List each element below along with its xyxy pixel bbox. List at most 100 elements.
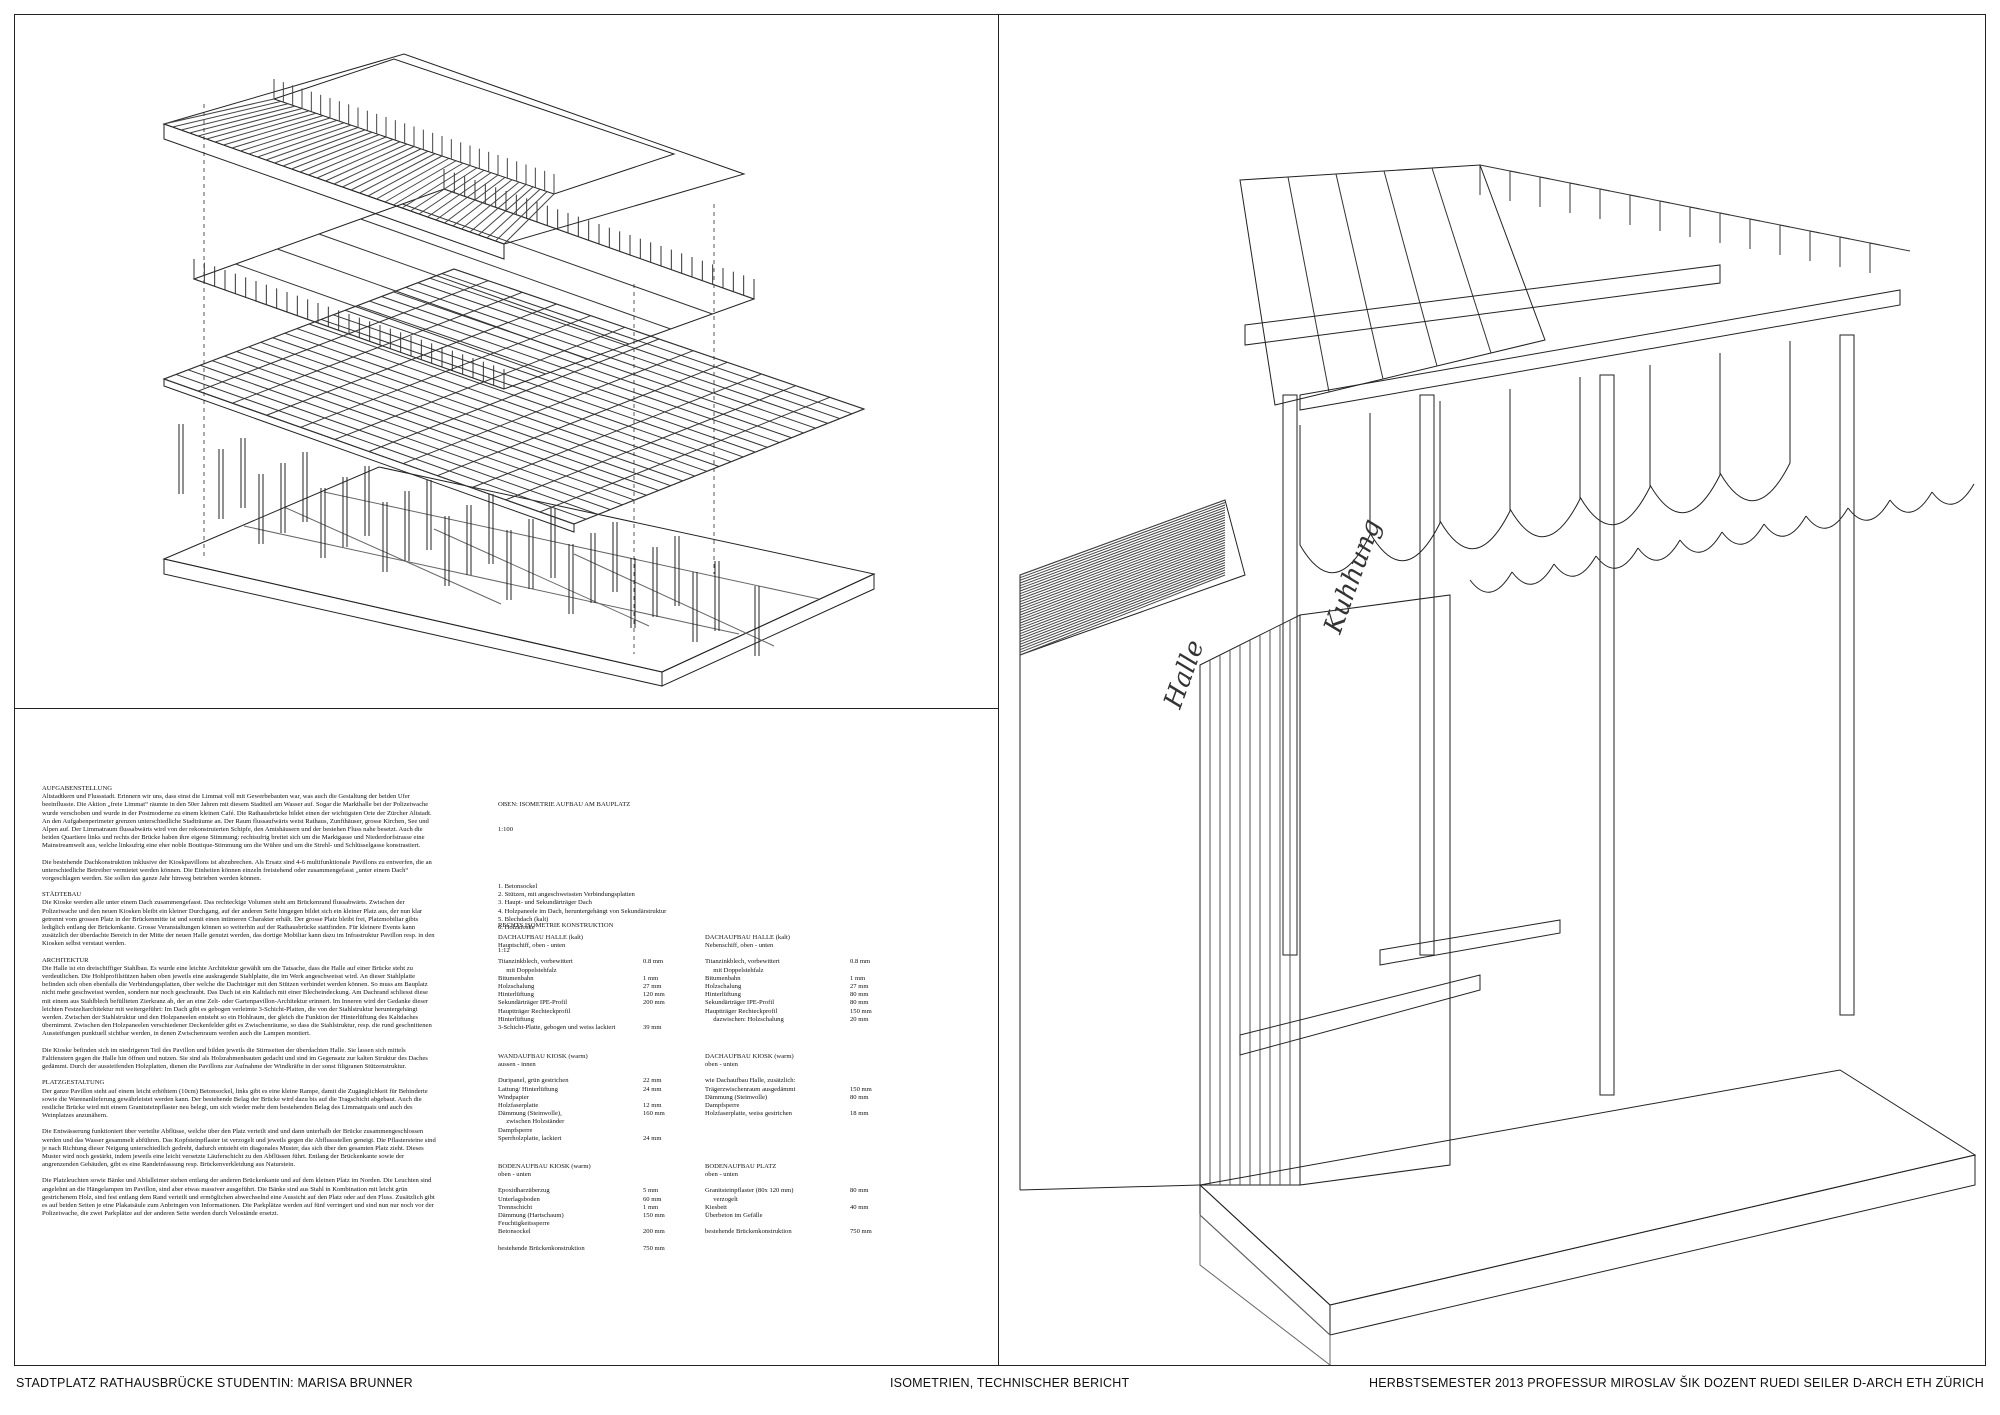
spec-thickness: 20 mm (850, 1015, 869, 1023)
spec-layer: Hinterlüftung (498, 991, 534, 999)
spec-thickness: 80 mm (850, 991, 869, 999)
spec-layer: mit Doppelstehfalz (498, 966, 557, 974)
report-paragraph: Die bestehende Dachkonstruktion inklusiv… (42, 859, 437, 884)
isometry-legend-item: 4. Holzpaneele im Dach, heruntergehängt … (498, 907, 667, 915)
isometry-legend-item: 3. Haupt- und Sekundärträger Dach (498, 899, 592, 907)
exploded-isometric-drawing (162, 53, 876, 687)
spec-row: Überbeton im Gefälle (705, 1212, 872, 1220)
construction-title: RECHTS ISOMETRIE KONSTRUKTION (498, 922, 614, 930)
horizontal-divider (14, 708, 999, 709)
spec-thickness: 12 mm (643, 1102, 662, 1110)
spec-row: Hinterlüftung (498, 1016, 665, 1024)
report-heading: PLATZGESTALTUNG (42, 1079, 105, 1087)
spec-layer: Sekundärträger IPE-Profil (498, 999, 568, 1007)
spec-layer: zwischen Holzständer (498, 1118, 565, 1126)
spec-layer: Sekundärträger IPE-Profil (705, 999, 775, 1007)
report-text: Die Halle ist ein dreischiffiger Stahlba… (42, 964, 434, 1038)
spec-thickness: 39 mm (643, 1024, 662, 1032)
spec-layer: Holzschalung (705, 983, 742, 991)
spec-layer: Dampfsperre (498, 1126, 533, 1134)
spec-thickness: 1 mm (643, 974, 659, 982)
report-heading: ARCHITEKTUR (42, 956, 89, 964)
spec-subtitle: oben - unten (498, 1171, 531, 1179)
spec-thickness: 160 mm (643, 1110, 665, 1118)
spec-thickness: 80 mm (850, 1093, 869, 1101)
spec-row: Bitumenbahn 1 mm (498, 975, 665, 983)
spec-thickness: 24 mm (643, 1085, 662, 1093)
spec-title: BODENAUFBAU PLATZ (705, 1163, 777, 1170)
spec-row (705, 1220, 872, 1228)
spec-row: zwischen Holzständer (498, 1118, 665, 1126)
spec-row: 3-Schicht-Platte, gebogen und weiss lack… (498, 1024, 665, 1032)
counter (1239, 974, 1481, 1056)
spec-layer: Holzfaserplatte (498, 1102, 539, 1110)
spec-layer: Hauptträger Rechteckprofil (705, 1007, 778, 1015)
spec-thickness: 22 mm (643, 1077, 662, 1085)
spec-layer: Bitumenbahn (498, 974, 534, 982)
spec-layer: Lattung/ Hinterlüftung (498, 1085, 558, 1093)
report-text: Der ganze Pavillon steht auf einem leich… (42, 1087, 430, 1120)
spec-dach-halle-neben: DACHAUFBAU HALLE (kalt)Nebenschiff, oben… (705, 934, 872, 1024)
spec-layer: Überbeton im Gefälle (705, 1212, 763, 1220)
spec-thickness: 200 mm (643, 999, 665, 1007)
report-text: Die Kioske befinden sich im niedrigeren … (42, 1046, 430, 1071)
spec-row: Dampfsperre (498, 1127, 665, 1135)
spec-thickness: 200 mm (643, 1228, 665, 1236)
spec-row: Lattung/ Hinterlüftung 24 mm (498, 1086, 665, 1094)
spec-title: DACHAUFBAU KIOSK (warm) (705, 1053, 794, 1060)
spec-title: BODENAUFBAU KIOSK (warm) (498, 1163, 591, 1170)
spec-row: Dämmung (Steinwolle),160 mm (498, 1110, 665, 1118)
spec-layer: Granitsteinpflaster (80x 120 mm) (705, 1187, 794, 1195)
spec-row: mit Doppelstehfalz (498, 967, 665, 975)
spec-subtitle: oben - unten (705, 1061, 738, 1069)
spec-thickness: 0.8 mm (643, 958, 664, 966)
vertical-divider (998, 14, 999, 1366)
spec-thickness: 1 mm (643, 1203, 659, 1211)
spec-layer: Titanzinkblech, vorbewittert (498, 958, 573, 966)
spec-thickness: 750 mm (850, 1228, 872, 1236)
spec-layer: Dämmung (Steinwolle) (705, 1093, 768, 1101)
spec-layer: mit Doppelstehfalz (705, 966, 764, 974)
main-beam (1244, 264, 1721, 346)
spec-row: Feuchtigkeitssperre (498, 1220, 665, 1228)
spec-dach-halle-haupt: DACHAUFBAU HALLE (kalt)Hauptschiff, oben… (498, 934, 665, 1032)
spec-row: Dampfsperre (705, 1102, 872, 1110)
spec-layer: Hauptträger Rechteckprofil (498, 1007, 571, 1015)
spec-row: Holzfaserplatte 12 mm (498, 1102, 665, 1110)
report-text: Altstadtkern und Flussstadt. Erinnern wi… (42, 793, 433, 850)
sheet-frame (14, 14, 1986, 1366)
report-text: Die Kioske werden alle unter einem Dach … (42, 899, 437, 948)
spec-layer: Betonsockel (498, 1228, 531, 1236)
footer-left: STADTPLATZ RATHAUSBRÜCKE STUDENTIN: MARI… (16, 1376, 413, 1390)
spec-layer (498, 1237, 643, 1245)
spec-row: Windpapier (498, 1094, 665, 1102)
spec-layer: 3-Schicht-Platte, gebogen und weiss lack… (498, 1024, 616, 1032)
isometry-legend-title: OBEN: ISOMETRIE AUFBAU AM BAUPLATZ (498, 801, 631, 809)
spec-layer: dazwischen: Holzschalung (705, 1015, 784, 1023)
column-mid (1599, 374, 1615, 1096)
spec-layer: Hinterlüftung (498, 1015, 534, 1023)
isometry-legend-item: 6. Holzkioske (498, 924, 535, 932)
footer-center: ISOMETRIEN, TECHNISCHER BERICHT (890, 1376, 1130, 1390)
spec-row: Betonsockel 200 mm (498, 1228, 665, 1236)
spec-layer: Duripanel, grün gestrichen (498, 1077, 569, 1085)
spec-subtitle: aussen - innen (498, 1061, 536, 1069)
spec-thickness: 0.8 mm (850, 958, 871, 966)
columns-layer (178, 424, 760, 656)
spec-thickness: 750 mm (643, 1244, 665, 1252)
